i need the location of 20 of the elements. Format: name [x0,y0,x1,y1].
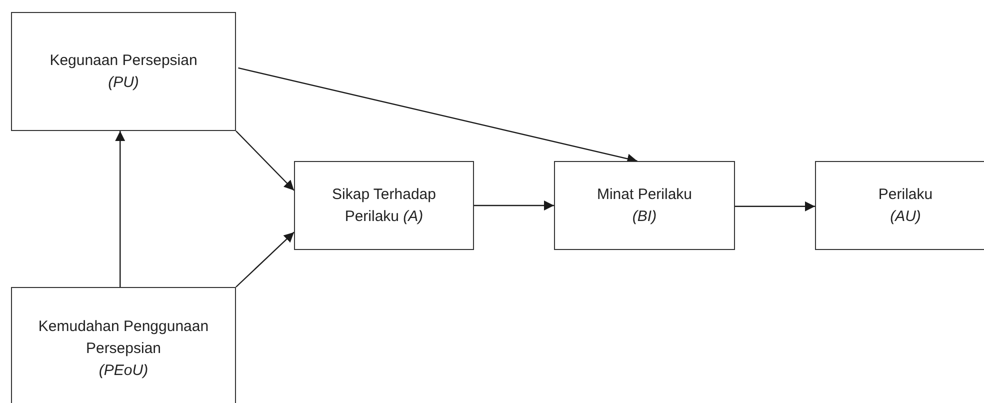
process-box [294,161,474,250]
process-box [815,161,984,250]
box-title: Minat Perilaku [596,184,692,204]
box-title: Kemudahan Penggunaan Persepsian [37,317,210,359]
arrow [236,232,294,288]
process-box [11,12,236,131]
abbreviation: (PU) [108,72,139,92]
abbreviation: (BI) [632,206,657,226]
arrow [236,130,294,191]
arrow [115,131,126,287]
arrow [474,200,554,210]
process-box [11,287,236,403]
box-title: Kegunaan Persepsian [50,50,198,70]
arrow [735,201,815,212]
abbreviation: (PEoU) [98,361,148,381]
arrow [238,67,638,164]
box-title: Perilaku [878,184,933,204]
box-title: Sikap Terhadap Perilaku (A) [331,184,437,226]
process-box [554,161,735,250]
abbreviation: (AU) [890,206,921,226]
